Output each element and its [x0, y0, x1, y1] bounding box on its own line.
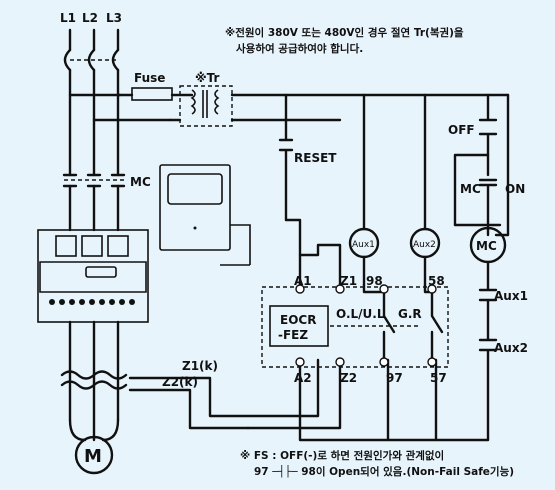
eocr-module — [269, 305, 329, 347]
terminals — [295, 284, 437, 367]
label-z2k: Z2(k) — [162, 375, 198, 389]
note-bottom-line1: ※ FS : OFF(-)로 하면 전원인가와 관계없이 — [240, 449, 444, 462]
display-screen — [167, 173, 223, 205]
label-eocr: EOCR — [280, 313, 316, 327]
note-top-line2: 사용하여 공급하여야 합니다. — [236, 42, 363, 55]
label-a1: A1 — [294, 274, 312, 288]
label-mc-main: MC — [130, 175, 151, 189]
fuse — [131, 87, 173, 101]
label-aux2-contact: Aux2 — [494, 341, 528, 355]
relay-box — [261, 286, 449, 368]
label-mc-aux: MC — [460, 182, 481, 196]
label-97: 97 — [386, 371, 403, 385]
label-tr: ※Tr — [195, 71, 220, 85]
label-aux1-contact: Aux1 — [494, 289, 528, 303]
label-on: ON — [505, 182, 525, 196]
label-a2: A2 — [294, 371, 312, 385]
label-aux2-lamp: Aux2 — [413, 240, 436, 250]
label-mc-coil: MC — [476, 239, 497, 253]
motor — [74, 435, 114, 475]
label-fez: -FEZ — [278, 328, 308, 342]
label-l2: L2 — [82, 11, 98, 25]
label-z1: Z1 — [340, 274, 357, 288]
transformer-box — [179, 85, 233, 127]
label-reset: RESET — [294, 151, 337, 165]
label-fuse: Fuse — [134, 71, 165, 85]
label-ol-ul: O.L/U.L — [336, 307, 385, 321]
label-z2: Z2 — [340, 371, 357, 385]
label-aux1-lamp: Aux1 — [352, 240, 375, 250]
label-98: 98 — [366, 274, 383, 288]
label-57: 57 — [430, 371, 447, 385]
label-l1: L1 — [60, 11, 76, 25]
eocr-body — [37, 229, 149, 323]
display-unit — [159, 164, 231, 251]
note-top-line1: ※전원이 380V 또는 480V인 경우 절연 Tr(복권)을 — [225, 26, 464, 39]
label-z1k: Z1(k) — [182, 359, 218, 373]
label-motor: M — [84, 446, 102, 467]
label-l3: L3 — [106, 11, 122, 25]
label-off: OFF — [448, 123, 475, 137]
note-bottom-line2: 97 ─┤├─ 98이 Open되어 있음.(Non-Fail Safe기능) — [254, 465, 514, 478]
label-gr: G.R — [398, 307, 422, 321]
main-lines — [60, 28, 128, 442]
